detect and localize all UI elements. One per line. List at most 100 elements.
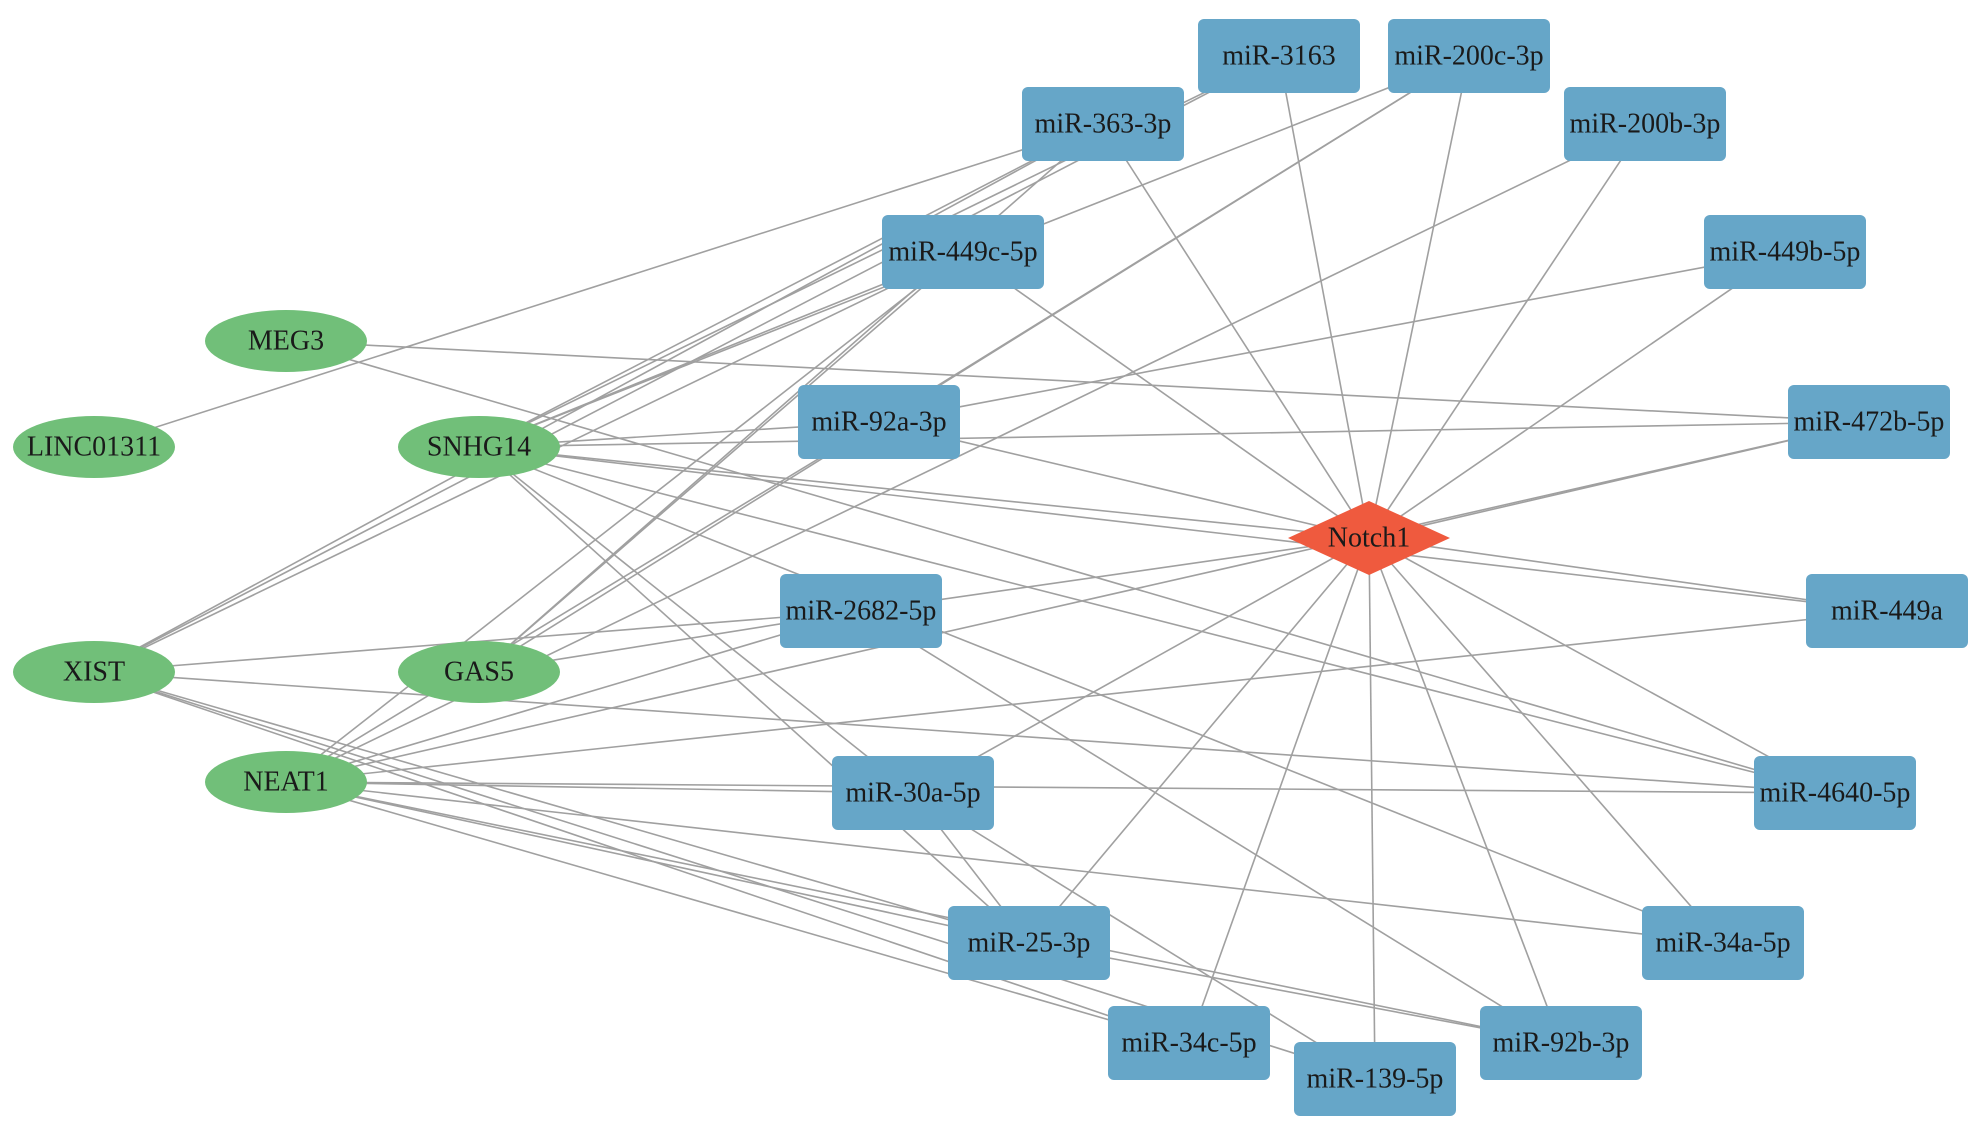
edge-notch1-mir-139-5p xyxy=(1368,537,1376,1080)
node-notch1[interactable]: Notch1 xyxy=(1288,501,1450,575)
node-shape-mir-449b-5p xyxy=(1704,215,1866,289)
edge-gas5-mir-449c-5p xyxy=(478,251,964,673)
edge-neat1-mir-2682-5p xyxy=(285,610,862,783)
edge-snhg14-notch1 xyxy=(478,446,1370,539)
node-shape-linc01311 xyxy=(13,416,175,478)
node-shape-mir-34c-5p xyxy=(1108,1006,1270,1080)
node-mir-92a-3p[interactable]: miR-92a-3p xyxy=(798,385,960,459)
node-label-mir-92b-3p: miR-92b-3p xyxy=(1493,1028,1630,1059)
node-mir-92b-3p[interactable]: miR-92b-3p xyxy=(1480,1006,1642,1080)
node-label-mir-200c-3p: miR-200c-3p xyxy=(1394,41,1543,72)
node-label-mir-30a-5p: miR-30a-5p xyxy=(845,778,980,809)
edge-neat1-mir-92b-3p xyxy=(285,781,1562,1044)
edge-neat1-mir-92a-3p xyxy=(285,421,880,783)
edge-neat1-mir-25-3p xyxy=(285,781,1030,944)
node-label-mir-449c-5p: miR-449c-5p xyxy=(888,237,1037,268)
node-snhg14[interactable]: SNHG14 xyxy=(398,416,560,478)
node-shape-mir-34a-5p xyxy=(1642,906,1804,980)
node-label-mir-34c-5p: miR-34c-5p xyxy=(1121,1028,1256,1059)
node-mir-472b-5p[interactable]: miR-472b-5p xyxy=(1788,385,1950,459)
node-mir-449b-5p[interactable]: miR-449b-5p xyxy=(1704,215,1866,289)
node-label-mir-3163: miR-3163 xyxy=(1222,41,1336,72)
node-label-meg3: MEG3 xyxy=(248,326,324,357)
node-shape-mir-3163 xyxy=(1198,19,1360,93)
edge-snhg14-mir-363-3p xyxy=(478,123,1104,448)
edge-notch1-mir-200c-3p xyxy=(1368,55,1470,539)
edge-mir-449b-5p-mir-92a-3p xyxy=(878,251,1786,423)
edge-mir-2682-5p-mir-92b-3p xyxy=(860,610,1562,1044)
node-mir-34c-5p[interactable]: miR-34c-5p xyxy=(1108,1006,1270,1080)
node-mir-200c-3p[interactable]: miR-200c-3p xyxy=(1388,19,1550,93)
node-label-mir-472b-5p: miR-472b-5p xyxy=(1794,407,1945,438)
edge-snhg14-mir-4640-5p xyxy=(478,446,1836,794)
node-label-xist: XIST xyxy=(63,657,125,688)
edge-notch1-mir-25-3p xyxy=(1028,537,1370,944)
edge-notch1-mir-363-3p xyxy=(1102,123,1370,539)
node-shape-mir-363-3p xyxy=(1022,87,1184,161)
node-label-mir-25-3p: miR-25-3p xyxy=(968,928,1091,959)
edge-notch1-mir-2682-5p xyxy=(860,537,1370,612)
node-mir-449c-5p[interactable]: miR-449c-5p xyxy=(882,215,1044,289)
edge-meg3-mir-472b-5p xyxy=(285,340,1870,423)
node-label-mir-34a-5p: miR-34a-5p xyxy=(1655,928,1790,959)
node-mir-25-3p[interactable]: miR-25-3p xyxy=(948,906,1110,980)
edge-notch1-mir-34c-5p xyxy=(1188,537,1370,1044)
node-shape-mir-200c-3p xyxy=(1388,19,1550,93)
node-label-mir-4640-5p: miR-4640-5p xyxy=(1760,778,1911,809)
node-neat1[interactable]: NEAT1 xyxy=(205,751,367,813)
node-label-notch1: Notch1 xyxy=(1328,523,1410,554)
edge-neat1-mir-449c-5p xyxy=(285,251,964,783)
node-xist[interactable]: XIST xyxy=(13,641,175,703)
edge-snhg14-mir-449a xyxy=(478,446,1888,612)
node-label-mir-449a: miR-449a xyxy=(1831,596,1944,627)
edge-neat1-mir-449a xyxy=(285,610,1888,783)
edge-xist-mir-25-3p xyxy=(93,671,1030,944)
node-shape-mir-2682-5p xyxy=(780,574,942,648)
node-shape-mir-472b-5p xyxy=(1788,385,1950,459)
node-shape-mir-30a-5p xyxy=(832,756,994,830)
node-mir-139-5p[interactable]: miR-139-5p xyxy=(1294,1042,1456,1116)
edge-notch1-mir-34a-5p xyxy=(1368,537,1724,944)
node-label-mir-200b-3p: miR-200b-3p xyxy=(1570,109,1721,140)
edge-notch1-mir-4640-5p xyxy=(1368,537,1836,794)
edge-layer xyxy=(93,55,1888,1080)
node-mir-449a[interactable]: miR-449a xyxy=(1806,574,1968,648)
node-mir-200b-3p[interactable]: miR-200b-3p xyxy=(1564,87,1726,161)
edge-notch1-mir-449b-5p xyxy=(1368,251,1786,539)
edge-notch1-mir-200b-3p xyxy=(1368,123,1646,539)
node-mir-2682-5p[interactable]: miR-2682-5p xyxy=(780,574,942,648)
node-shape-mir-449c-5p xyxy=(882,215,1044,289)
node-mir-30a-5p[interactable]: miR-30a-5p xyxy=(832,756,994,830)
node-shape-gas5 xyxy=(398,641,560,703)
node-shape-neat1 xyxy=(205,751,367,813)
node-gas5[interactable]: GAS5 xyxy=(398,641,560,703)
node-shape-mir-92b-3p xyxy=(1480,1006,1642,1080)
node-label-gas5: GAS5 xyxy=(444,657,514,688)
node-shape-notch1 xyxy=(1288,501,1450,575)
edge-snhg14-mir-25-3p xyxy=(478,446,1030,944)
edge-mir-200c-3p-mir-92a-3p xyxy=(878,55,1470,423)
edge-notch1-mir-449c-5p xyxy=(962,251,1370,539)
node-mir-34a-5p[interactable]: miR-34a-5p xyxy=(1642,906,1804,980)
edge-xist-mir-34c-5p xyxy=(93,671,1190,1044)
edge-meg3-mir-4640-5p xyxy=(285,340,1836,794)
edge-mir-25-3p-mir-92b-3p xyxy=(1028,942,1562,1044)
edge-neat1-mir-34a-5p xyxy=(285,781,1724,944)
node-label-mir-449b-5p: miR-449b-5p xyxy=(1710,237,1861,268)
node-meg3[interactable]: MEG3 xyxy=(205,310,367,372)
node-label-mir-2682-5p: miR-2682-5p xyxy=(786,596,937,627)
node-mir-363-3p[interactable]: miR-363-3p xyxy=(1022,87,1184,161)
edge-notch1-mir-92a-3p xyxy=(878,421,1370,539)
node-linc01311[interactable]: LINC01311 xyxy=(13,416,175,478)
node-mir-4640-5p[interactable]: miR-4640-5p xyxy=(1754,756,1916,830)
node-shape-snhg14 xyxy=(398,416,560,478)
node-label-snhg14: SNHG14 xyxy=(427,432,531,463)
edge-neat1-mir-30a-5p xyxy=(285,781,914,794)
edge-notch1-mir-3163 xyxy=(1278,55,1370,539)
node-mir-3163[interactable]: miR-3163 xyxy=(1198,19,1360,93)
edge-mir-30a-5p-mir-139-5p xyxy=(912,792,1376,1080)
node-shape-mir-92a-3p xyxy=(798,385,960,459)
